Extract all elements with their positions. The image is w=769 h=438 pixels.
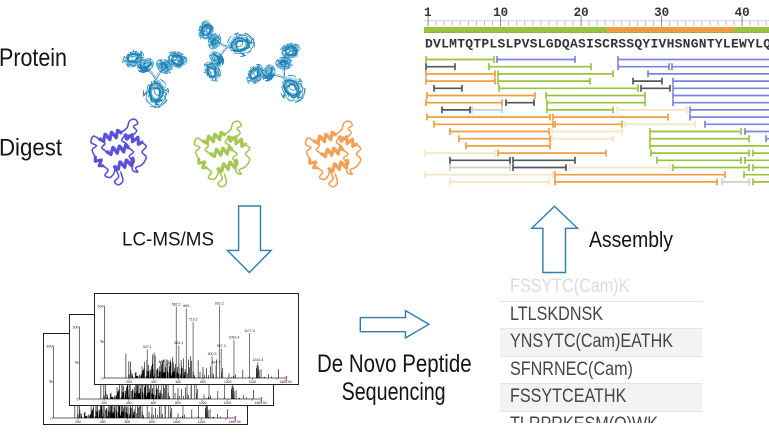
svg-text:1000: 1000: [199, 401, 207, 405]
svg-text:0: 0: [50, 415, 53, 420]
svg-text:400: 400: [99, 420, 105, 424]
svg-text:932.2: 932.2: [215, 302, 224, 306]
svg-text:DVLMTQTPLSLPVSLGDQASISCRSSQYIV: DVLMTQTPLSLPVSLGDQASISCRSSQYIVHSNGNTYLEW…: [425, 37, 769, 52]
svg-text:10: 10: [493, 6, 508, 20]
svg-text:463: 463: [158, 360, 164, 364]
svg-text:600: 600: [150, 401, 156, 405]
svg-text:1469.94: 1469.94: [254, 401, 266, 405]
svg-text:528.4: 528.4: [165, 362, 174, 366]
svg-text:719.2: 719.2: [188, 318, 197, 322]
svg-text:0: 0: [101, 376, 104, 381]
svg-text:40: 40: [735, 6, 750, 20]
svg-text:Assembly: Assembly: [589, 227, 673, 252]
svg-text:800: 800: [175, 401, 181, 405]
svg-text:1000: 1000: [172, 420, 180, 424]
svg-text:582.2: 582.2: [172, 303, 181, 307]
svg-text:1469.94: 1469.94: [228, 420, 240, 424]
svg-text:347.1: 347.1: [143, 345, 152, 349]
svg-text:1: 1: [424, 6, 432, 20]
svg-text:947.3: 947.3: [216, 344, 225, 348]
svg-text:664: 664: [183, 304, 189, 308]
svg-text:LC-MS/MS: LC-MS/MS: [122, 229, 214, 251]
svg-text:Protein: Protein: [0, 44, 67, 72]
svg-text:1200: 1200: [197, 420, 205, 424]
svg-text:200: 200: [126, 380, 132, 384]
svg-text:400.3: 400.3: [207, 352, 216, 356]
svg-text:604.1: 604.1: [174, 342, 183, 346]
svg-text:30: 30: [654, 6, 669, 20]
svg-text:Digest: Digest: [0, 135, 62, 162]
svg-text:467.2: 467.2: [211, 361, 220, 365]
svg-text:20: 20: [574, 6, 589, 20]
svg-text:200: 200: [101, 401, 107, 405]
svg-text:1177.4: 1177.4: [244, 329, 255, 333]
svg-text:800: 800: [200, 380, 206, 384]
svg-text:0: 0: [76, 397, 79, 402]
svg-text:1244.3: 1244.3: [252, 358, 263, 362]
svg-text:De Novo Peptide: De Novo Peptide: [317, 350, 472, 378]
svg-text:400: 400: [126, 401, 132, 405]
svg-text:400: 400: [151, 380, 157, 384]
svg-text:%: %: [48, 379, 52, 384]
svg-text:506.4: 506.4: [162, 359, 171, 363]
svg-text:100: 100: [72, 325, 79, 330]
svg-text:%: %: [100, 340, 104, 345]
svg-text:1000: 1000: [224, 380, 232, 384]
svg-text:1200: 1200: [248, 380, 256, 384]
svg-text:600: 600: [124, 420, 130, 424]
svg-text:Sequencing: Sequencing: [342, 378, 446, 406]
svg-text:800: 800: [149, 420, 155, 424]
svg-text:1469.94: 1469.94: [279, 380, 291, 384]
svg-text:100: 100: [46, 343, 53, 348]
svg-text:1051.4: 1051.4: [228, 336, 239, 340]
svg-text:%: %: [75, 360, 79, 365]
svg-text:200: 200: [75, 420, 81, 424]
svg-text:100: 100: [97, 304, 104, 309]
svg-text:600: 600: [175, 380, 181, 384]
svg-text:1200: 1200: [223, 401, 231, 405]
